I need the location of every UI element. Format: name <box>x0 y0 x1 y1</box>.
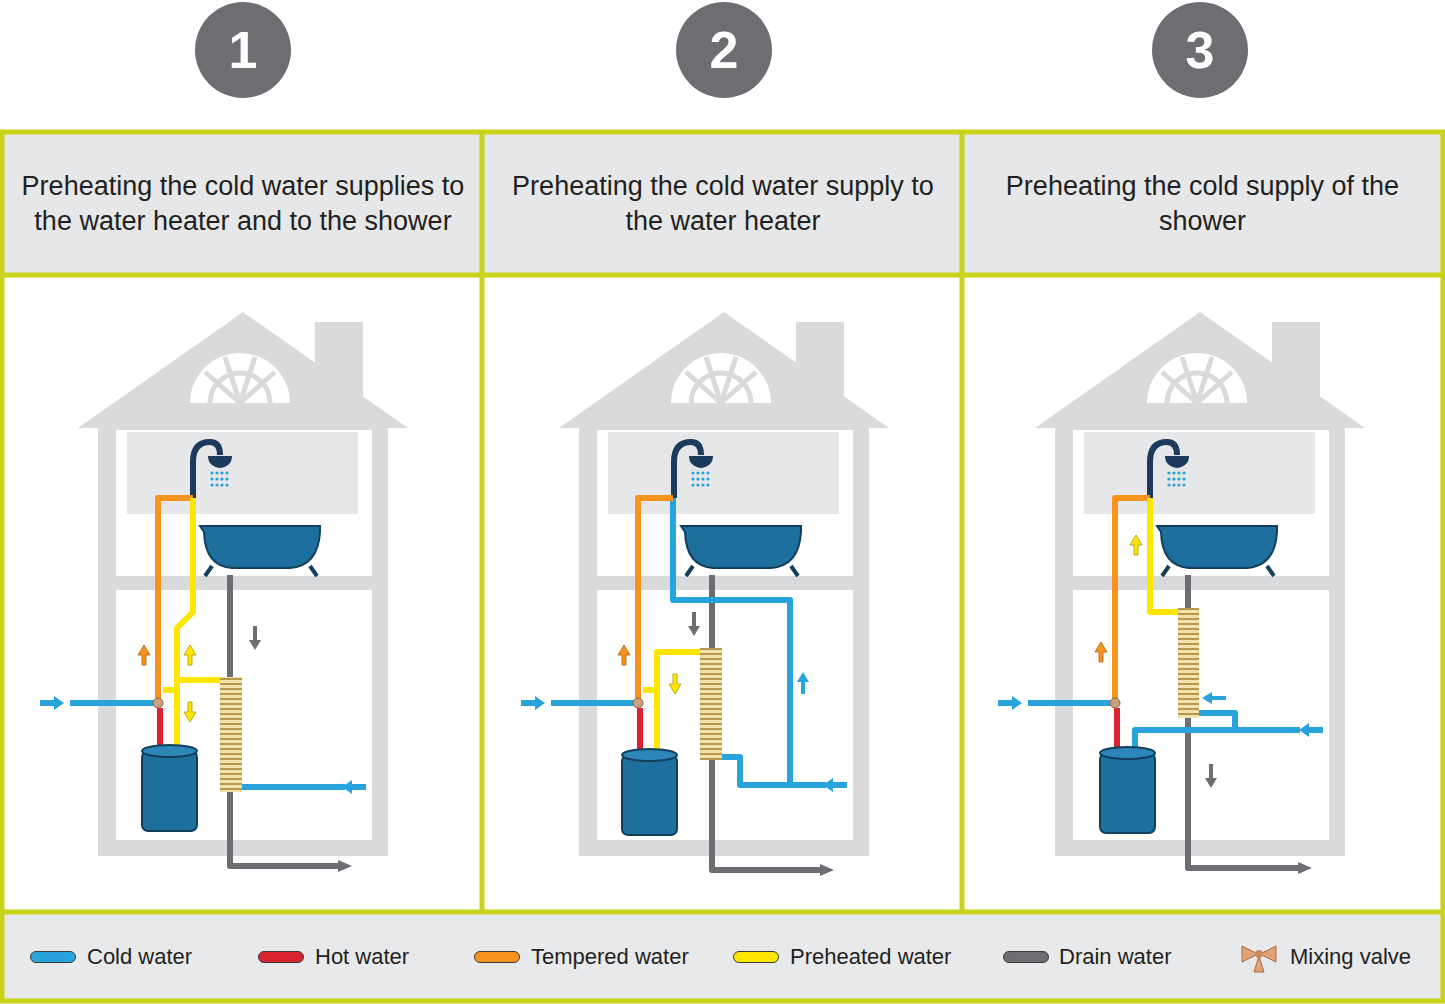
legend-swatch <box>474 951 520 963</box>
heading-text: Preheating the cold supply of the shower <box>980 169 1425 239</box>
legend-label: Drain water <box>1059 946 1171 968</box>
panel-heading: Preheating the cold supply of the shower <box>968 137 1437 271</box>
legend-label: Tempered water <box>531 946 689 968</box>
plumbing-2 <box>521 498 847 876</box>
plumbing-1 <box>40 498 366 872</box>
panel-heading: Preheating the cold water supply to the … <box>488 137 958 271</box>
legend-label: Mixing valve <box>1290 946 1411 968</box>
callout-number-text: 3 <box>1186 24 1215 76</box>
callout-number: 3 <box>1152 2 1248 98</box>
heading-text: Preheating the cold water supply to the … <box>500 169 946 239</box>
legend-swatch <box>30 951 76 963</box>
mixing-valve-symbol <box>1240 940 1280 974</box>
heading-text: Preheating the cold water supplies to th… <box>20 169 466 239</box>
legend-swatch <box>258 951 304 963</box>
panel-heading: Preheating the cold water supplies to th… <box>8 137 478 271</box>
plumbing-3 <box>998 498 1323 874</box>
legend-label: Preheated water <box>790 946 951 968</box>
callout-number-text: 2 <box>710 24 739 76</box>
house-2 <box>559 312 889 856</box>
legend-swatch <box>733 951 779 963</box>
legend-label: Hot water <box>315 946 409 968</box>
house-3 <box>1035 312 1365 856</box>
legend-label: Cold water <box>87 946 192 968</box>
callout-number: 1 <box>195 2 291 98</box>
callout-number: 2 <box>676 2 772 98</box>
house-1 <box>78 312 408 856</box>
callout-number-text: 1 <box>229 24 258 76</box>
legend-swatch <box>1003 951 1049 963</box>
